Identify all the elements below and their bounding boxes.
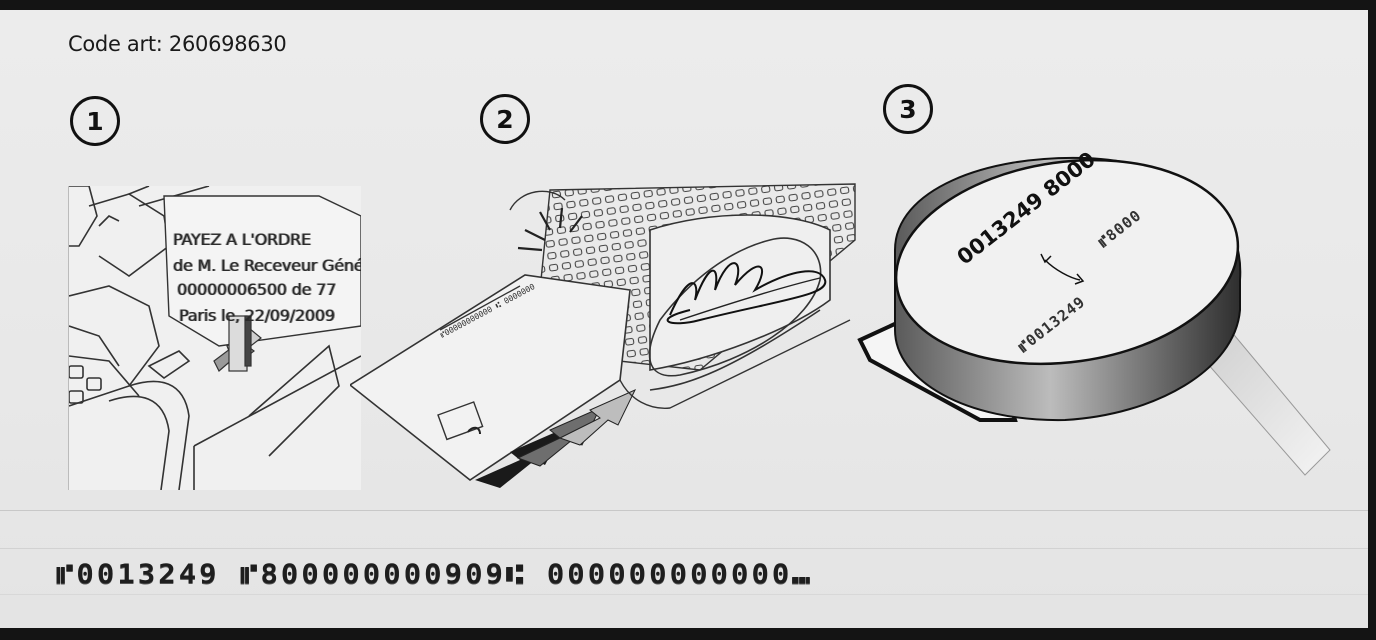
cheque-place-date: Paris le, 22/09/2009 [179,306,335,325]
instruction-sheet: Code art: 260698630 1 2 3 [0,10,1368,628]
illustration-magnifier-micr: 0013249 8000 ⑈8000 ⑈0013249 [855,150,1355,490]
cheque-amount-line: 00000006500 de 77 [177,280,337,299]
step-number-1: 1 [70,96,120,146]
magnifier-drawing [857,156,1331,476]
micr-code-line: ⑈0013249 ⑈800000000909⑆ 000000000000⑉ [56,558,813,590]
printer-line-drawing [69,186,361,490]
cheque-payee: de M. Le Receveur Général des Finances [173,256,361,275]
divider [0,594,1368,595]
step-number-2: 2 [480,94,530,144]
divider [0,548,1368,549]
reader-line-drawing: ⑈00000000000 ⑆ 0000000 [350,183,856,488]
cheque-pay-to-order: PAYEZ A L'ORDRE [173,230,311,249]
illustration-cheque-insertion: PAYEZ A L'ORDRE de M. Le Receveur Généra… [68,186,361,490]
divider [0,510,1368,511]
illustration-cheque-signing: ⑈00000000000 ⑆ 0000000 [350,170,860,500]
step-number-3: 3 [883,84,933,134]
article-code: Code art: 260698630 [68,32,287,56]
